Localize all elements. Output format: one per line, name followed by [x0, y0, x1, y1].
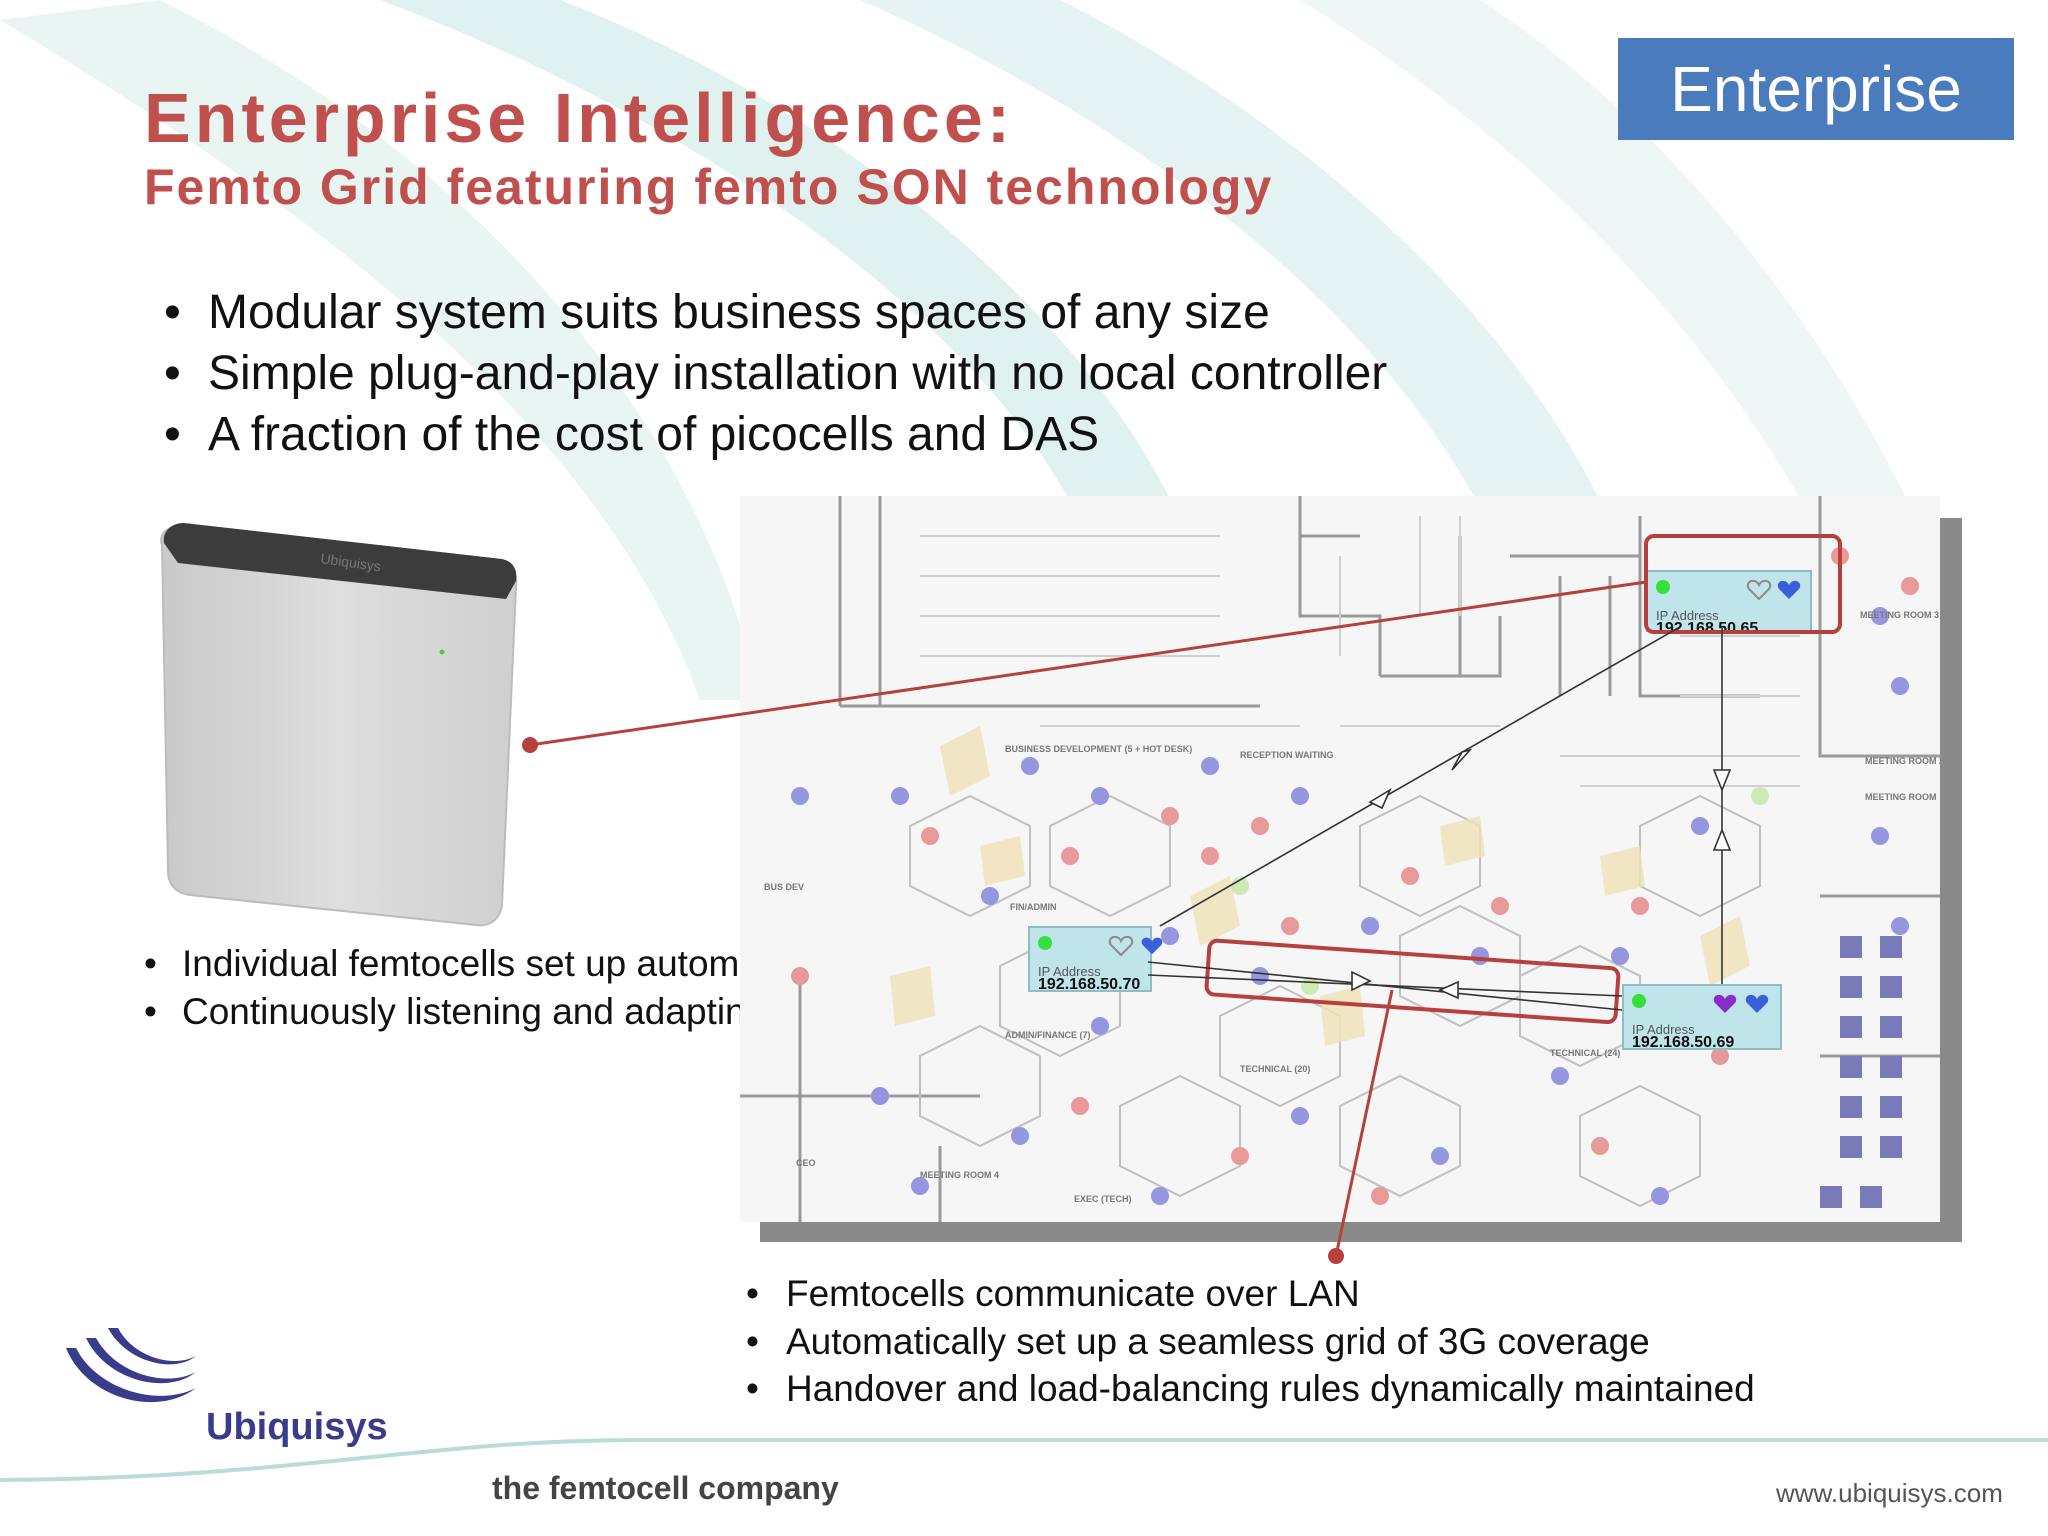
highlight-node-65	[1644, 534, 1842, 634]
femtocell-node-70[interactable]: IP Address 192.168.50.70	[1028, 926, 1163, 993]
room-label: BUSINESS DEVELOPMENT (5 + HOT DESK)	[1005, 744, 1192, 754]
status-led-icon	[1038, 936, 1052, 950]
footer-tagline: the femtocell company	[492, 1470, 839, 1506]
bottom-bullet: Handover and load-balancing rules dynami…	[746, 1365, 1755, 1413]
room-label: MEETING ROOM	[1865, 792, 1937, 802]
room-label: MEETING ROOM 2	[1865, 756, 1940, 766]
ip-label: IP Address	[1632, 1022, 1695, 1037]
femtocell-node-69[interactable]: IP Address 192.168.50.69	[1622, 984, 1782, 1051]
bottom-bullet-list: Femtocells communicate over LAN Automati…	[746, 1270, 1755, 1413]
femtocell-device-image: Ubiquisys	[160, 523, 518, 927]
footer-url[interactable]: www.ubiquisys.com	[1776, 1478, 2003, 1508]
room-label: MEETING ROOM 3	[1860, 610, 1939, 620]
heart-outline-icon	[1746, 579, 1772, 601]
ip-label: IP Address	[1038, 964, 1101, 979]
room-label: MEETING ROOM 4	[920, 1170, 999, 1180]
room-label: EXEC (TECH)	[1074, 1194, 1132, 1204]
ubiquisys-logo-icon	[66, 1328, 196, 1403]
left-bullet-list: Individual femtocells set up automatical…	[144, 940, 1503, 1036]
ip-address: 192.168.50.70	[1038, 976, 1141, 993]
room-label: RECEPTION WAITING	[1240, 750, 1334, 760]
left-bullet: Continuously listening and adapting to t…	[144, 988, 1503, 1036]
status-led-icon	[1656, 580, 1670, 594]
logo-text: Ubiquisys	[206, 1406, 388, 1448]
page-subtitle: Femto Grid featuring femto SON technolog…	[144, 159, 1274, 215]
footer-swoosh	[0, 1438, 2048, 1482]
left-bullet: Individual femtocells set up automatical…	[144, 940, 1177, 988]
heart-blue-icon	[1141, 937, 1163, 955]
top-bullet-list: Modular system suits business spaces of …	[164, 282, 1387, 465]
femtocell-node-65[interactable]: IP Address 192.168.50.65	[1646, 570, 1812, 637]
heart-blue-icon	[1777, 580, 1801, 599]
room-label: CEO	[796, 1158, 816, 1168]
ip-address: 192.168.50.69	[1632, 1034, 1735, 1051]
top-bullet: Modular system suits business spaces of …	[164, 282, 1387, 343]
room-label: TECHNICAL (24)	[1550, 1048, 1620, 1058]
room-label: FIN/ADMIN	[1010, 902, 1057, 912]
heart-outline-icon	[1108, 935, 1134, 957]
status-led-icon	[1632, 994, 1646, 1008]
page-title: Enterprise Intelligence:	[144, 79, 1015, 157]
top-bullet: A fraction of the cost of picocells and …	[164, 404, 1387, 465]
top-bullet: Simple plug-and-play installation with n…	[164, 343, 1387, 404]
bottom-bullet: Femtocells communicate over LAN	[746, 1270, 1755, 1318]
ip-label: IP Address	[1656, 608, 1719, 623]
heart-purple-icon	[1713, 994, 1737, 1013]
room-label: ADMIN/FINANCE (7)	[1005, 1030, 1091, 1040]
heart-blue-icon	[1745, 994, 1769, 1013]
room-label: BUS DEV	[764, 882, 804, 892]
room-label: TECHNICAL (20)	[1240, 1064, 1310, 1074]
bottom-bullet: Automatically set up a seamless grid of …	[746, 1318, 1755, 1366]
enterprise-badge: Enterprise	[1618, 38, 2014, 140]
